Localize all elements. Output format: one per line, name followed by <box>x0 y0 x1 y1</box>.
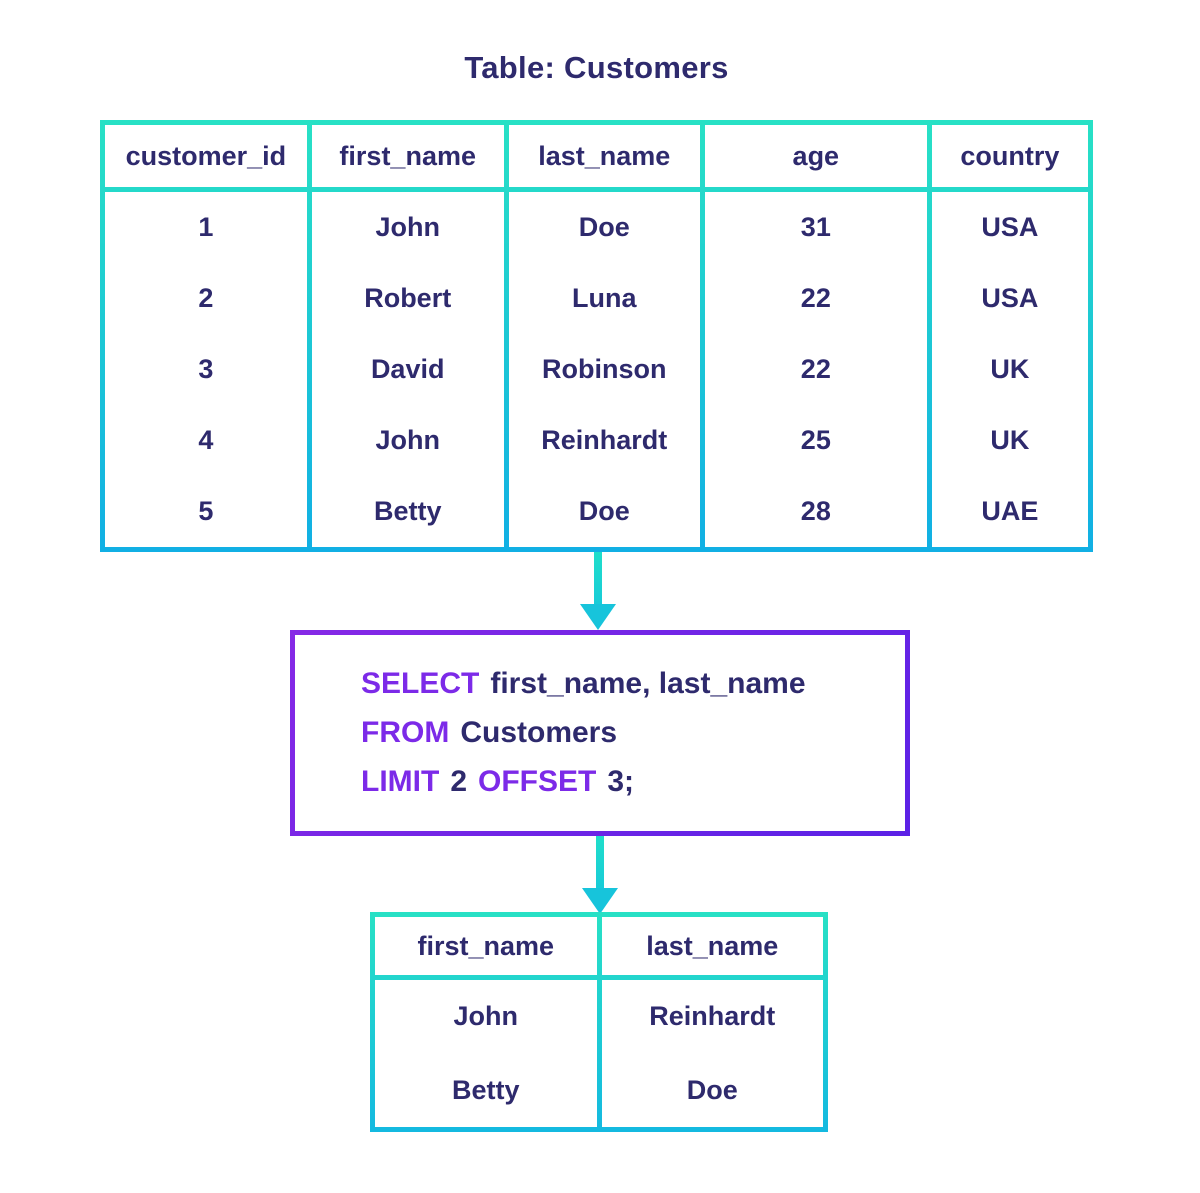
arrow-head <box>582 888 618 914</box>
customers-column-first-name: John Robert David John Betty <box>311 192 504 547</box>
table-cell: USA <box>981 212 1039 242</box>
table-cell: John <box>375 212 440 242</box>
customers-header-last-name: last_name <box>508 125 700 187</box>
result-column-first-name: John Betty <box>375 980 597 1127</box>
sql-line-from: FROM Customers <box>361 708 905 757</box>
table-cell: 31 <box>800 212 831 242</box>
table-cell: 22 <box>800 354 831 384</box>
table-cell: 3 <box>198 354 214 384</box>
table-cell: Doe <box>686 1074 738 1105</box>
sql-line-select: SELECT first_name, last_name <box>361 659 905 708</box>
diagram-title: Table: Customers <box>464 50 729 85</box>
sql-from-table: Customers <box>460 715 618 749</box>
customers-column-country: USA USA UK UK UAE <box>931 192 1088 547</box>
arrow-head <box>580 604 616 630</box>
sql-line-limit-offset: LIMIT 2 OFFSET 3; <box>361 757 905 806</box>
result-header-last-name: last_name <box>601 917 823 975</box>
customers-header-country: country <box>931 125 1088 187</box>
sql-keyword-from: FROM <box>361 715 450 749</box>
table-cell: UK <box>990 425 1030 455</box>
table-cell: Luna <box>572 283 637 313</box>
table-cell: 22 <box>800 283 831 313</box>
customers-column-customer-id: 1 2 3 4 5 <box>105 192 307 547</box>
table-cell: John <box>375 425 440 455</box>
sql-keyword-limit: LIMIT <box>361 764 440 798</box>
result-header-first-name: first_name <box>375 917 597 975</box>
sql-keyword-offset: OFFSET <box>478 764 597 798</box>
table-cell: 28 <box>800 496 831 526</box>
result-table: first_name last_name John Betty Reinhard… <box>370 912 828 1132</box>
customers-header-age: age <box>704 125 927 187</box>
down-arrow-icon <box>580 552 616 630</box>
table-cell: Reinhardt <box>541 425 668 455</box>
sql-query-text: SELECT first_name, last_name FROM Custom… <box>295 635 905 831</box>
table-cell: UAE <box>981 496 1039 526</box>
sql-select-columns: first_name, last_name <box>490 666 806 700</box>
table-cell: Doe <box>578 496 630 526</box>
arrow-stem <box>596 836 604 890</box>
customers-table: customer_id first_name last_name age cou… <box>100 120 1093 552</box>
down-arrow-icon <box>582 836 618 914</box>
table-cell: 25 <box>800 425 831 455</box>
table-cell: Betty <box>451 1074 520 1105</box>
sql-limit-value: 2 <box>450 764 467 798</box>
table-cell: 2 <box>198 283 214 313</box>
table-cell: 4 <box>198 425 214 455</box>
table-cell: John <box>453 1001 519 1032</box>
customers-header-first-name: first_name <box>311 125 504 187</box>
sql-keyword-select: SELECT <box>361 666 480 700</box>
table-cell: 5 <box>198 496 214 526</box>
sql-query-box: SELECT first_name, last_name FROM Custom… <box>290 630 910 836</box>
table-cell: UK <box>990 354 1030 384</box>
result-column-last-name: Reinhardt Doe <box>601 980 823 1127</box>
table-cell: Betty <box>373 496 442 526</box>
customers-header-customer-id: customer_id <box>105 125 307 187</box>
table-cell: USA <box>981 283 1039 313</box>
table-cell: 1 <box>198 212 214 242</box>
sql-offset-value: 3; <box>607 764 635 798</box>
table-cell: David <box>370 354 445 384</box>
table-cell: Reinhardt <box>649 1001 776 1032</box>
customers-column-last-name: Doe Luna Robinson Reinhardt Doe <box>508 192 700 547</box>
customers-column-age: 31 22 22 25 28 <box>704 192 927 547</box>
arrow-stem <box>594 552 602 606</box>
table-cell: Robinson <box>542 354 667 384</box>
table-cell: Doe <box>578 212 630 242</box>
table-cell: Robert <box>364 283 452 313</box>
